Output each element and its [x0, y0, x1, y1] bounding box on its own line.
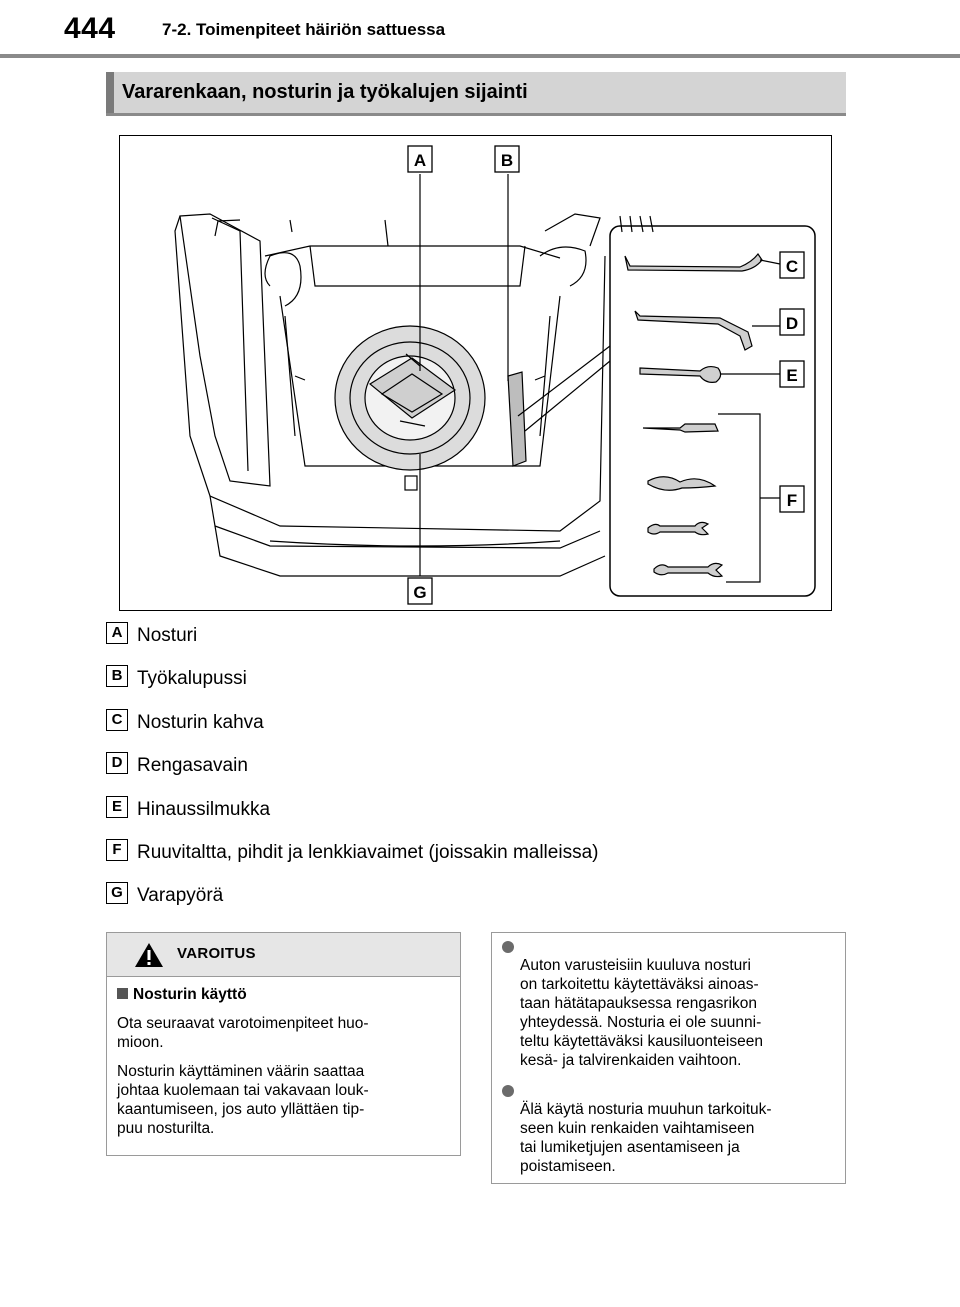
spare-tire-drawing	[334, 325, 486, 491]
legend-key: C	[106, 708, 128, 731]
warning-paragraph: Ota seuraavat varotoimenpiteet huo- mioo…	[117, 1015, 369, 1051]
section-heading-bar: Vararenkaan, nosturin ja työkalujen sija…	[106, 72, 846, 116]
warning-header: VAROITUS	[107, 933, 460, 977]
legend-text: Varapyörä	[137, 885, 224, 907]
header-rule	[0, 54, 960, 58]
legend-text: Ruuvitaltta, pihdit ja lenkkiavaimet (jo…	[137, 841, 599, 863]
callout-b: B	[501, 151, 513, 170]
warning-box: VAROITUS Nosturin käyttö Ota seuraavat v…	[106, 932, 461, 1156]
legend-text: Rengasavain	[137, 755, 248, 777]
warning-paragraph: Nosturin käyttäminen väärin saattaa joht…	[117, 1063, 369, 1137]
warning-body: Nosturin käyttö Ota seuraavat varotoimen…	[107, 977, 460, 1138]
section-title: Vararenkaan, nosturin ja työkalujen sija…	[122, 81, 528, 103]
legend-key: F	[106, 838, 128, 861]
legend-key: D	[106, 752, 128, 775]
legend-key: E	[106, 795, 128, 818]
legend-text: Nosturi	[137, 625, 198, 646]
lug-wrench-drawing	[634, 310, 753, 351]
note-text: Auton varusteisiin kuuluva nosturi on ta…	[520, 957, 763, 1069]
warning-subheading-text: Nosturin käyttö	[133, 986, 247, 1003]
bullet-dot-icon	[502, 1085, 514, 1097]
trunk-illustration: A B C D E F G	[119, 135, 832, 611]
wrench-large-drawing	[653, 562, 724, 578]
note-item: Älä käytä nosturia muuhun tarkoituk- see…	[502, 1081, 835, 1176]
chapter-title: 7-2. Toimenpiteet häiriön sattuessa	[162, 20, 446, 39]
towing-eye-drawing	[639, 365, 722, 383]
warning-triangle-icon	[135, 943, 163, 967]
legend-text: Työkalupussi	[137, 668, 247, 690]
note-item: Auton varusteisiin kuuluva nosturi on ta…	[502, 937, 835, 1070]
tool-bag-drawing	[507, 371, 527, 467]
page-number: 444	[64, 12, 116, 45]
warning-label: VAROITUS	[177, 945, 256, 962]
note-text: Älä käytä nosturia muuhun tarkoituk- see…	[520, 1101, 772, 1175]
callout-e: E	[786, 366, 797, 385]
legend-key: B	[106, 665, 128, 688]
legend-key: A	[106, 622, 128, 644]
callout-leaders	[419, 174, 781, 583]
wrench-small-drawing	[647, 521, 710, 536]
callout-d: D	[786, 314, 798, 333]
callout-c: C	[786, 257, 798, 276]
tools-panel	[609, 225, 816, 597]
jack-handle-drawing	[624, 252, 763, 272]
callout-a: A	[414, 151, 426, 170]
notes-box: Auton varusteisiin kuuluva nosturi on ta…	[491, 932, 846, 1184]
legend-key: G	[106, 882, 128, 905]
callout-g: G	[413, 583, 426, 602]
warning-subheading: Nosturin käyttö	[117, 985, 450, 1004]
callout-boxes	[407, 145, 805, 605]
callout-f: F	[787, 491, 797, 510]
screwdriver-drawing	[642, 423, 719, 433]
section-marker	[106, 72, 114, 113]
legend-text: Nosturin kahva	[137, 711, 264, 733]
pliers-drawing	[647, 476, 717, 491]
legend-text: Hinaussilmukka	[137, 798, 271, 820]
square-bullet-icon	[117, 988, 128, 999]
bullet-dot-icon	[502, 941, 514, 953]
